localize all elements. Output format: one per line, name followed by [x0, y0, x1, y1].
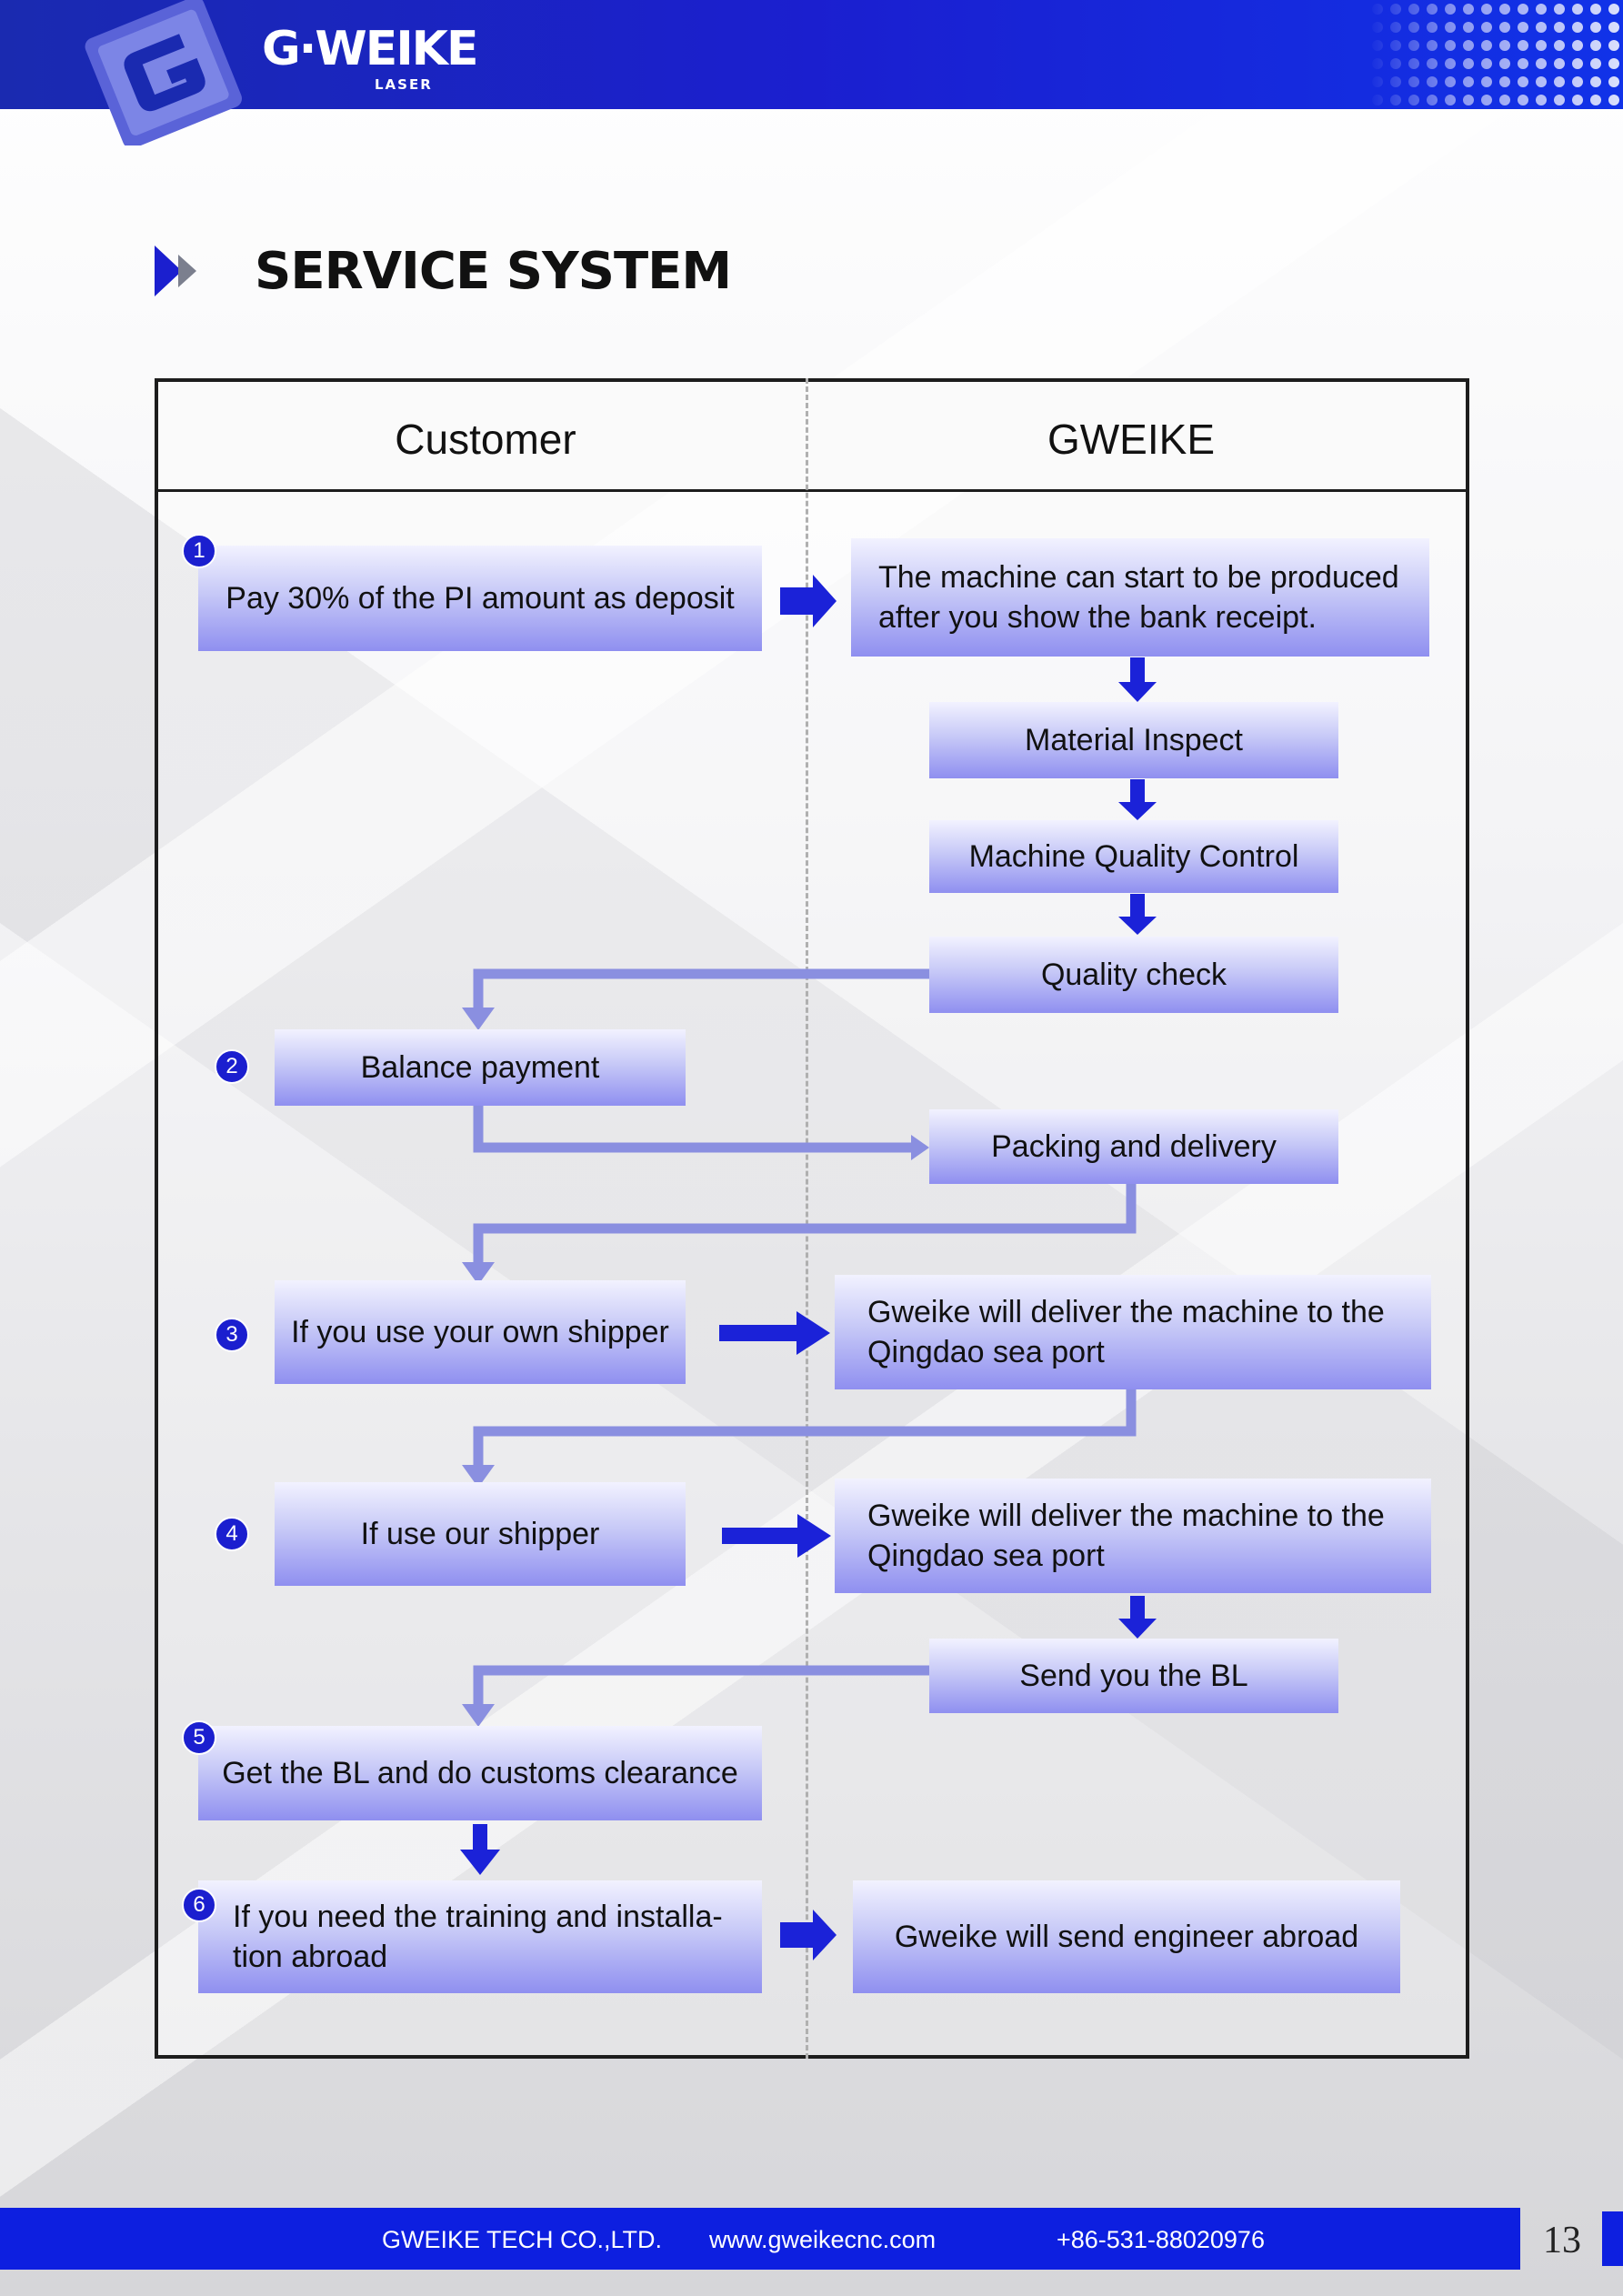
page-title: SERVICE SYSTEM [255, 242, 732, 301]
footer-company: GWEIKE TECH CO.,LTD. [382, 2226, 663, 2253]
column-header-customer: Customer [395, 416, 576, 463]
box-balance-payment: Balance payment [275, 1029, 686, 1106]
column-divider [806, 378, 808, 2059]
footer-phone: +86-531-88020976 [1057, 2226, 1265, 2253]
box-send-engineer: Gweike will send engineer abroad [853, 1880, 1400, 1993]
page-header: G·WEIKE LASER [0, 0, 1623, 145]
brand-subtitle: LASER [375, 76, 433, 93]
double-chevron-icon [155, 246, 196, 296]
box-material-inspect: Material Inspect [929, 702, 1338, 778]
step-number-6: 6 [182, 1888, 216, 1922]
box-send-bl: Send you the BL [929, 1639, 1338, 1713]
step-number-2: 2 [215, 1049, 249, 1084]
step-number-5: 5 [182, 1720, 216, 1755]
box-training-install: If you need the training and installa-ti… [198, 1880, 762, 1993]
column-header-gweike: GWEIKE [1047, 416, 1216, 463]
box-packing-delivery: Packing and delivery [929, 1109, 1338, 1184]
box-customs-clearance: Get the BL and do customs clearance [198, 1726, 762, 1820]
brand-name: G·WEIKE [262, 22, 478, 76]
box-quality-check: Quality check [929, 937, 1338, 1013]
dot-pattern-icon [1368, 0, 1623, 109]
gweike-logo-icon [85, 0, 243, 145]
box-production-start: The machine can start to be produced aft… [851, 538, 1429, 657]
step-number-1: 1 [182, 534, 216, 568]
box-deliver-port-1: Gweike will deliver the machine to the Q… [835, 1275, 1431, 1389]
footer-corner-accent [1602, 2211, 1623, 2266]
page-footer: GWEIKE TECH CO.,LTD. www.gweikecnc.com +… [0, 2208, 1520, 2270]
footer-website[interactable]: www.gweikecnc.com [709, 2226, 937, 2253]
step-number-3: 3 [215, 1318, 249, 1352]
box-own-shipper: If you use your own shipper [275, 1280, 686, 1384]
step-number-4: 4 [215, 1517, 249, 1551]
box-machine-quality-control: Machine Quality Control [929, 820, 1338, 893]
box-our-shipper: If use our shipper [275, 1482, 686, 1586]
column-header-row [158, 382, 1466, 489]
box-pay-deposit: Pay 30% of the PI amount as deposit [198, 546, 762, 651]
header-divider [158, 489, 1466, 492]
page-number: 13 [1543, 2220, 1581, 2261]
box-deliver-port-2: Gweike will deliver the machine to the Q… [835, 1479, 1431, 1593]
